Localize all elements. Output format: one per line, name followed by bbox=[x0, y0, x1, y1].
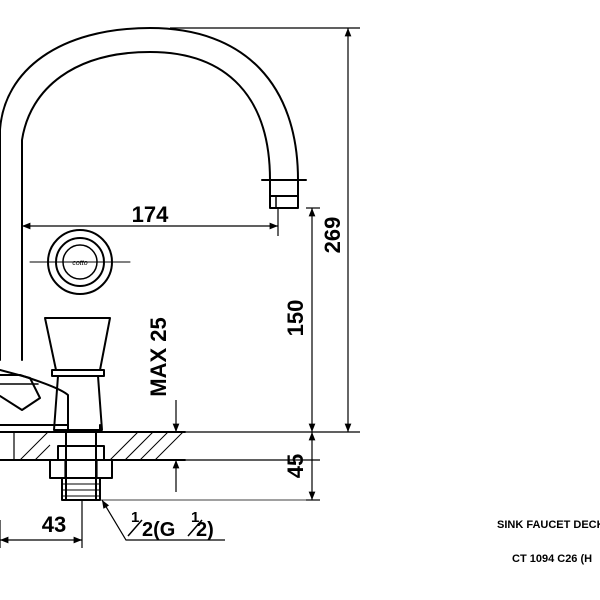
cotto-logo: cotto bbox=[72, 260, 87, 267]
aerator bbox=[269, 195, 299, 209]
thread-denominator-2: 2) bbox=[196, 519, 214, 541]
dim-text-269: 269 bbox=[320, 217, 345, 254]
lever-handle-cross bbox=[0, 369, 41, 411]
title-line-2: CT 1094 C26 (H bbox=[512, 553, 592, 565]
title-line-1: SINK FAUCET DECK bbox=[497, 519, 600, 531]
deck-hatching bbox=[19, 431, 184, 461]
washer bbox=[57, 445, 105, 461]
dim-text-150: 150 bbox=[283, 300, 308, 337]
dim-text-174: 174 bbox=[132, 202, 169, 227]
thread-spec: 1 2(G 1 2) bbox=[127, 509, 214, 541]
dim-text-45: 45 bbox=[283, 454, 308, 478]
thread-numerator: 1 bbox=[131, 509, 139, 526]
tapered-handle bbox=[44, 317, 111, 371]
thread-leader bbox=[101, 499, 225, 541]
dim-text-max25: MAX 25 bbox=[146, 317, 171, 396]
thread-connector bbox=[61, 477, 101, 501]
lock-nut bbox=[49, 459, 113, 479]
thread-denominator-g: 2(G bbox=[142, 519, 175, 541]
spout-inner-curve bbox=[21, 51, 271, 361]
thread-numerator-2: 1 bbox=[191, 509, 199, 526]
shank bbox=[65, 431, 97, 501]
dim-text-43: 43 bbox=[42, 512, 66, 537]
spout-outer-curve bbox=[0, 27, 299, 361]
